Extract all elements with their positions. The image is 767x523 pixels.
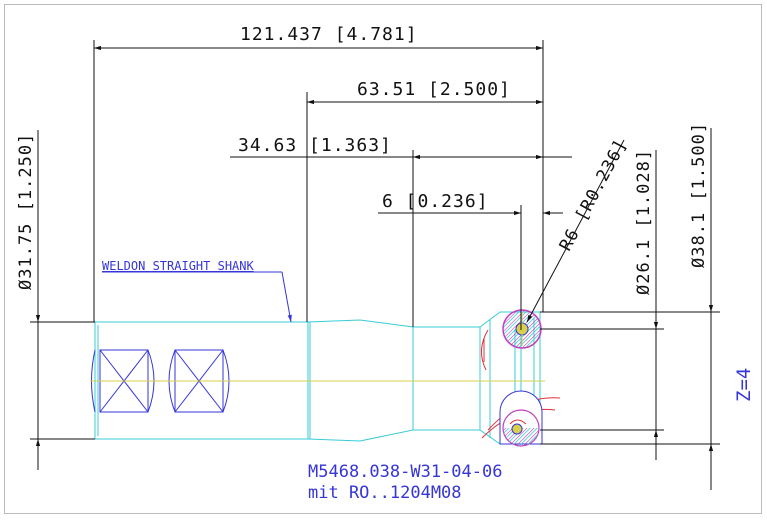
tool-body bbox=[94, 311, 541, 445]
weldon-annotation: WELDON STRAIGHT SHANK bbox=[102, 259, 292, 323]
dim-shank-diameter: Ø31.75 [1.250] bbox=[16, 130, 95, 470]
cutting-diameter-label: Ø38.1 [1.500] bbox=[689, 122, 709, 268]
tooth-count-label: Z=4 bbox=[733, 368, 755, 402]
dim-overall-length: 121.437 [4.781] bbox=[93, 24, 544, 322]
overall-length-label: 121.437 [4.781] bbox=[240, 24, 418, 45]
dim-cutting-diameter: Ø38.1 [1.500] bbox=[540, 122, 720, 490]
insert-bottom bbox=[499, 390, 543, 447]
step-length-label: 34.63 [1.363] bbox=[238, 135, 392, 156]
insert-top bbox=[502, 309, 542, 349]
insert-radius-label: R6 [R0.236] bbox=[556, 136, 632, 255]
shank-diameter-label: Ø31.75 [1.250] bbox=[16, 133, 36, 290]
part-number-label: M5468.038-W31-04-06 bbox=[308, 462, 502, 482]
drawing-frame bbox=[4, 4, 762, 514]
dim-step-length: 34.63 [1.363] bbox=[230, 135, 572, 327]
dim-pitch-diameter: Ø26.1 [1.028] bbox=[540, 149, 664, 460]
pitch-diameter-label: Ø26.1 [1.028] bbox=[634, 149, 654, 295]
insert-note-label: mit RO..1204M08 bbox=[308, 483, 462, 503]
dim-radius-offset: 6 [0.236] bbox=[378, 191, 563, 330]
dim-neck-length: 63.51 [2.500] bbox=[306, 79, 543, 322]
neck-length-label: 63.51 [2.500] bbox=[357, 79, 511, 100]
weldon-shank-label: WELDON STRAIGHT SHANK bbox=[102, 259, 254, 273]
radius-offset-label: 6 [0.236] bbox=[382, 191, 489, 212]
